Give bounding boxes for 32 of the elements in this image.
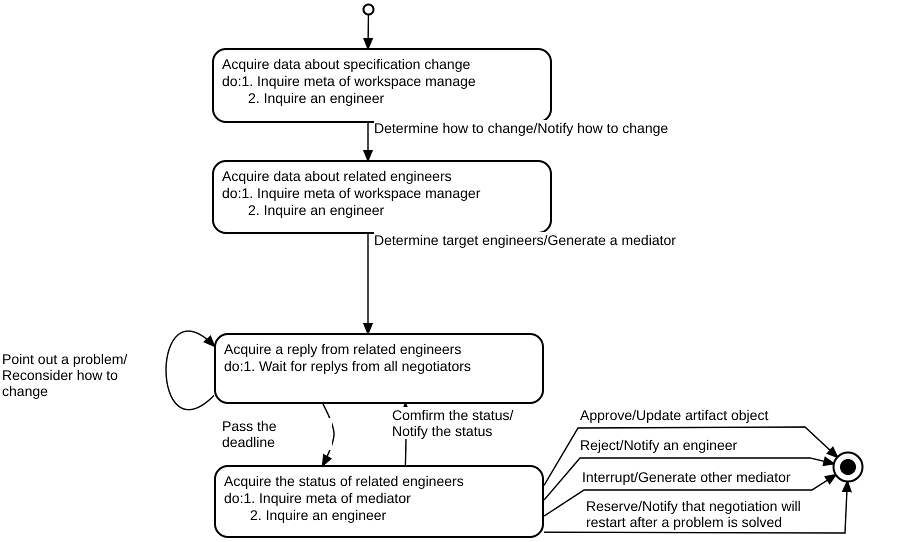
final-state-symbol (832, 451, 864, 483)
transition-arrow (322, 404, 335, 467)
activity-text: do:1. Wait for replys from all negotiators (224, 358, 472, 375)
activity-text: do:1. Inquire meta of workspace manage (222, 73, 477, 90)
transition-arrow (165, 330, 216, 410)
state-box (212, 48, 552, 123)
edge-label: Reject/Notify an engineer (580, 437, 738, 453)
state-box (214, 333, 544, 404)
state-box (212, 160, 552, 234)
transition-arrow (543, 426, 838, 486)
edge-label: Interrupt/Generate other mediator (582, 469, 791, 485)
state-name: Acquire a reply from related engineers (224, 341, 462, 358)
activity-text: do:1. Inquire meta of mediator (224, 490, 412, 507)
state-name: Acquire data about specification change (222, 56, 472, 73)
activity-text: 2. Inquire an engineer (249, 507, 388, 524)
edge-label: Determine target engineers/Generate a mediator (374, 232, 676, 248)
transition-arrow (362, 123, 374, 162)
edge-label: Pass the deadline (222, 418, 332, 450)
transition-arrow (543, 456, 836, 500)
state-name: Acquire the status of related engineers (224, 473, 465, 490)
activity-text: 2. Inquire an engineer (247, 202, 386, 219)
transition-arrow (362, 234, 374, 335)
initial-state-circle (362, 3, 375, 16)
state-box (214, 465, 544, 538)
transition-arrow (544, 480, 852, 534)
edge-label: Determine how to change/Notify how to change (374, 120, 668, 136)
transition-arrow (363, 15, 374, 50)
state-name: Acquire data about related engineers (222, 168, 453, 185)
activity-text: 2. Inquire an engineer (247, 90, 386, 107)
edge-label: Approve/Update artifact object (580, 407, 768, 423)
transition-arrow (544, 474, 837, 517)
activity-text: do:1. Inquire meta of workspace manager (222, 185, 482, 202)
